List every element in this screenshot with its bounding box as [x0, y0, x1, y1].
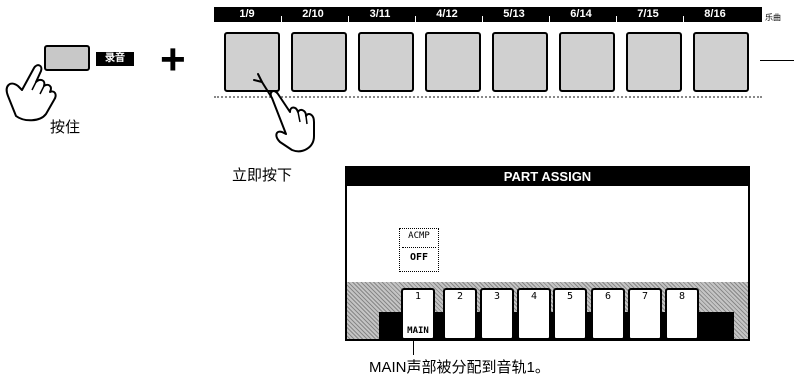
- strip-divider: [415, 16, 416, 22]
- track-number: 4: [530, 291, 538, 302]
- strip-base-line: [214, 96, 762, 98]
- part-label: 5/13: [503, 8, 525, 20]
- part-button-3[interactable]: [358, 32, 414, 92]
- track-button-5: 5: [553, 288, 587, 339]
- part-button-6[interactable]: [559, 32, 615, 92]
- track-button-1: 1 MAIN: [401, 288, 435, 339]
- track-number: 5: [566, 291, 574, 302]
- acmp-label: ACMP: [408, 231, 430, 241]
- caption-leader-line: [413, 339, 414, 355]
- leader-line: [760, 60, 794, 61]
- part-button-5[interactable]: [492, 32, 548, 92]
- part-button-4[interactable]: [425, 32, 481, 92]
- song-label: 乐曲: [765, 13, 781, 22]
- track-button-2: 2: [443, 288, 477, 339]
- track-number: 6: [604, 291, 612, 302]
- hold-label: 按住: [50, 119, 81, 136]
- acmp-separator: [402, 247, 436, 248]
- part-label: 2/10: [302, 8, 324, 20]
- acmp-value: OFF: [409, 252, 429, 263]
- strip-divider: [482, 16, 483, 22]
- plus-icon: +: [160, 35, 186, 84]
- part-label-strip: 1/9 2/10 3/11 4/12 5/13 6/14 7/15 8/16: [214, 7, 762, 22]
- part-label: 7/15: [637, 8, 659, 20]
- record-label: 录音: [96, 52, 134, 66]
- part-label: 3/11: [369, 8, 391, 20]
- strip-divider: [348, 16, 349, 22]
- hand-hold-icon: [5, 64, 57, 122]
- part-label: 1/9: [239, 8, 255, 20]
- part-button-7[interactable]: [626, 32, 682, 92]
- part-button-2[interactable]: [291, 32, 347, 92]
- part-label: 4/12: [436, 8, 458, 20]
- hand-press-icon: [253, 73, 315, 153]
- press-label: 立即按下: [232, 167, 293, 184]
- track-number: 7: [641, 291, 649, 302]
- track-button-7: 7: [628, 288, 662, 339]
- lcd-display: PART ASSIGN ACMP OFF 1 MAIN 2 3 4 5 6 7 …: [345, 166, 750, 341]
- track-label: MAIN: [407, 326, 429, 336]
- track-number: 2: [456, 291, 464, 302]
- track-button-3: 3: [480, 288, 514, 339]
- track-button-4: 4: [517, 288, 551, 339]
- part-button-8[interactable]: [693, 32, 749, 92]
- display-title: PART ASSIGN: [347, 168, 748, 186]
- track-button-6: 6: [591, 288, 625, 339]
- strip-divider: [281, 16, 282, 22]
- caption: MAIN声部被分配到音轨1。: [369, 359, 550, 376]
- part-label: 6/14: [570, 8, 592, 20]
- part-label: 8/16: [704, 8, 726, 20]
- strip-divider: [549, 16, 550, 22]
- strip-divider: [683, 16, 684, 22]
- track-number: 1: [414, 291, 422, 302]
- record-button[interactable]: [44, 45, 90, 71]
- acmp-indicator: ACMP OFF: [399, 228, 439, 272]
- track-number: 3: [493, 291, 501, 302]
- part-button-1[interactable]: [224, 32, 280, 92]
- track-button-8: 8: [665, 288, 699, 339]
- strip-divider: [616, 16, 617, 22]
- track-number: 8: [678, 291, 686, 302]
